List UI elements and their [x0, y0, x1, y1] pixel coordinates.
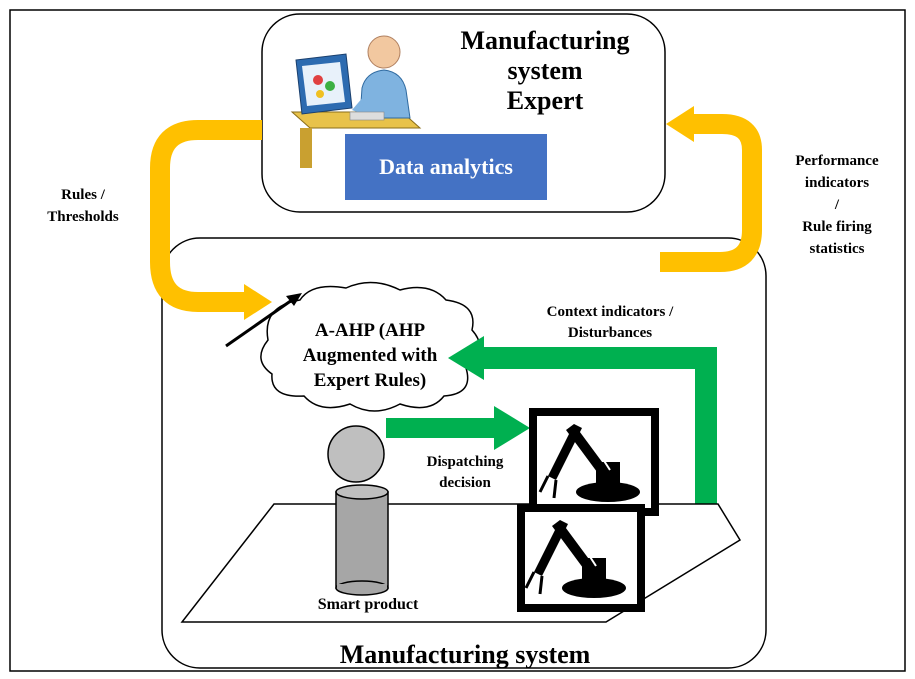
robot-arm-icon — [517, 504, 645, 612]
context-label-line: Context indicators / — [546, 304, 674, 320]
smart-product-icon — [327, 425, 389, 596]
expert-title: Manufacturing system Expert — [440, 26, 650, 116]
dispatch-arrow — [386, 406, 530, 450]
ahp-label-line: Expert Rules) — [313, 370, 427, 391]
ahp-label-line: A-AHP (AHP — [314, 320, 426, 341]
performance-label-line: statistics — [809, 241, 865, 257]
data-analytics-label: Data analytics — [379, 154, 513, 179]
context-arrow — [448, 336, 717, 540]
adjustment-arrow — [225, 293, 302, 348]
expert-title-line: Expert — [506, 86, 584, 115]
outer-border — [9, 9, 906, 672]
rules-thresholds-label: Rules / Thresholds — [18, 184, 148, 228]
ahp-label: A-AHP (AHP Augmented with Expert Rules) — [270, 318, 470, 393]
performance-label-line: Performance — [795, 153, 879, 169]
performance-arrow — [660, 106, 762, 272]
rules-label-line: Rules / — [61, 187, 105, 203]
performance-label-line: indicators — [804, 175, 870, 191]
ahp-label-line: Augmented with — [302, 345, 438, 366]
data-analytics-box — [345, 134, 547, 200]
context-label-line: Disturbances — [567, 325, 653, 341]
robot-arm-icon — [529, 408, 659, 516]
manufacturing-system-title: Manufacturing system — [339, 640, 591, 669]
smart-product-label: Smart product — [317, 596, 419, 613]
performance-label-line: / — [834, 197, 840, 213]
rules-arrow — [150, 120, 272, 320]
dispatching-decision-label: Dispatching decision — [395, 452, 535, 494]
expert-title-line: Manufacturing — [460, 26, 630, 55]
expert-person-icon — [290, 35, 422, 168]
dispatch-label-line: decision — [439, 475, 491, 491]
expert-title-line: system — [507, 56, 583, 85]
rules-label-line: Thresholds — [47, 209, 119, 225]
performance-indicators-label: Performance indicators / Rule firing sta… — [772, 150, 902, 260]
dispatch-label-line: Dispatching — [426, 454, 504, 470]
performance-label-line: Rule firing — [802, 219, 872, 235]
context-indicators-label: Context indicators / Disturbances — [495, 302, 725, 344]
